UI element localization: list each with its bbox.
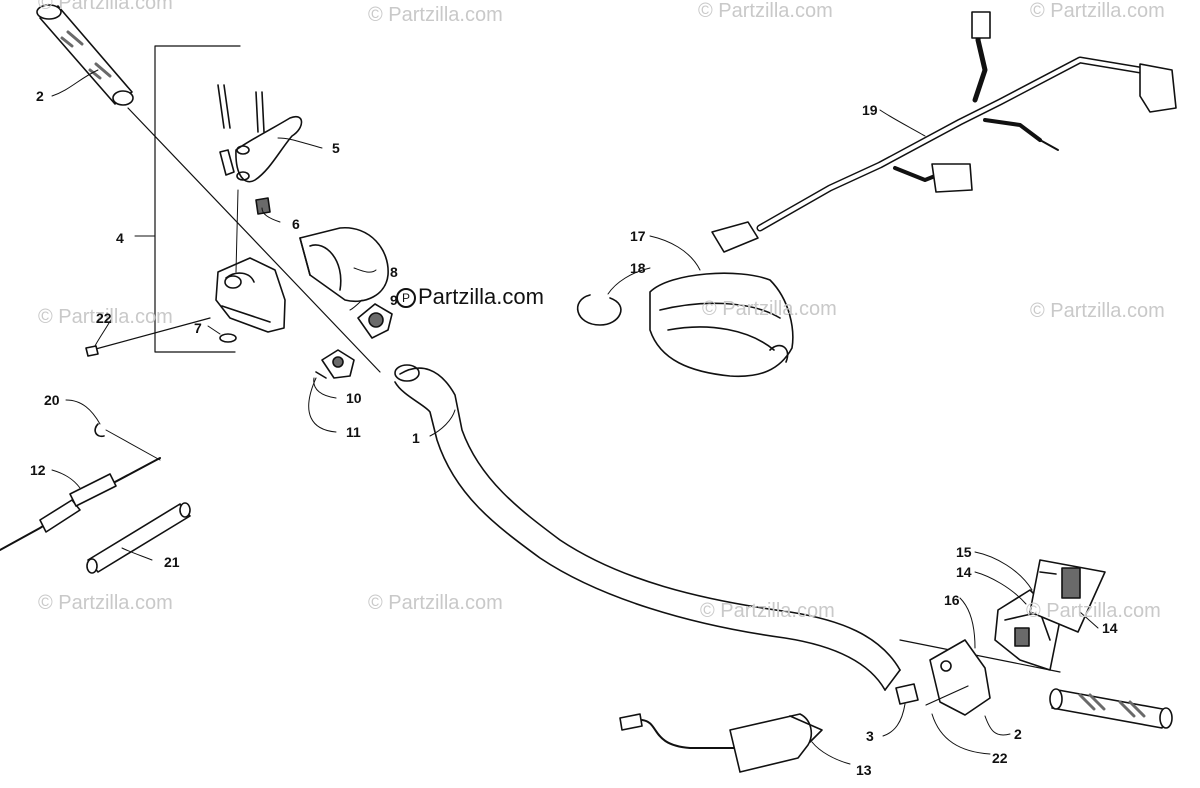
screw-part-22-right [925, 685, 969, 706]
callout-4: 4 [116, 230, 124, 246]
callout-16: 16 [944, 592, 960, 608]
partzilla-logo-text: Partzilla.com [418, 284, 544, 309]
partzilla-p-icon: P [396, 288, 416, 308]
heater-part-13 [619, 713, 823, 773]
callout-7: 7 [194, 320, 202, 336]
cover-part-16 [929, 639, 991, 716]
callout-19: 19 [862, 102, 878, 118]
callout-10: 10 [346, 390, 362, 406]
watermark-text: © Partzilla.com [1030, 300, 1165, 322]
callout-3: 3 [866, 728, 874, 744]
watermark-text: © Partzilla.com [698, 0, 833, 22]
callout-17: 17 [630, 228, 646, 244]
watermark-text: © Partzilla.com [702, 298, 837, 320]
callout-14: 14 [1102, 620, 1118, 636]
callout-14: 14 [956, 564, 972, 580]
callout-5: 5 [332, 140, 340, 156]
watermark-text: © Partzilla.com [1030, 0, 1165, 22]
sleeve-part-21 [86, 502, 191, 574]
pad-part-17 [649, 272, 794, 378]
watermark-text: © Partzilla.com [700, 600, 835, 622]
callout-21: 21 [164, 554, 180, 570]
grip-part-2-left [36, 4, 134, 106]
callout-22: 22 [992, 750, 1008, 766]
watermark-text: © Partzilla.com [38, 306, 173, 328]
cover-part-8 [299, 227, 389, 302]
wire-harness-part-19 [711, 11, 1177, 253]
cable-part-12 [0, 423, 161, 551]
assembly-axis-line-left [127, 107, 381, 373]
callout-8: 8 [390, 264, 398, 280]
callout-11: 11 [346, 424, 361, 440]
throttle-housing [215, 189, 286, 333]
part-6 [255, 197, 271, 215]
screw-part-22-left [91, 317, 211, 351]
watermark-text: © Partzilla.com [1026, 600, 1161, 622]
bushing-part-3 [895, 683, 919, 705]
callout-18: 18 [630, 260, 646, 276]
strap-part-18 [576, 294, 622, 326]
watermark-text: © Partzilla.com [38, 592, 173, 614]
callout-15: 15 [956, 544, 972, 560]
handlebar-part-1 [394, 364, 901, 691]
leader-lines [51, 69, 1099, 765]
callout-20: 20 [44, 392, 60, 408]
switch-part-10 [315, 349, 355, 379]
callout-2: 2 [1014, 726, 1022, 742]
grip-part-2-right [1049, 688, 1173, 729]
switch-part-9 [357, 303, 393, 339]
watermark-text: © Partzilla.com [368, 592, 503, 614]
callout-9: 9 [390, 292, 398, 308]
watermark-text: © Partzilla.com [368, 4, 503, 26]
callout-13: 13 [856, 762, 872, 778]
switch-plate-part-15 [1029, 559, 1106, 633]
watermark-text: © Partzilla.com [38, 0, 173, 14]
throttle-lever-part-5 [217, 84, 303, 183]
assembly-axis-line-right [899, 639, 1061, 673]
callout-6: 6 [292, 216, 300, 232]
callout-12: 12 [30, 462, 46, 478]
callout-22: 22 [96, 310, 112, 326]
washer-part-7 [219, 333, 237, 343]
bracket-group-4 [154, 45, 241, 353]
callout-1: 1 [412, 430, 420, 446]
callout-2: 2 [36, 88, 44, 104]
